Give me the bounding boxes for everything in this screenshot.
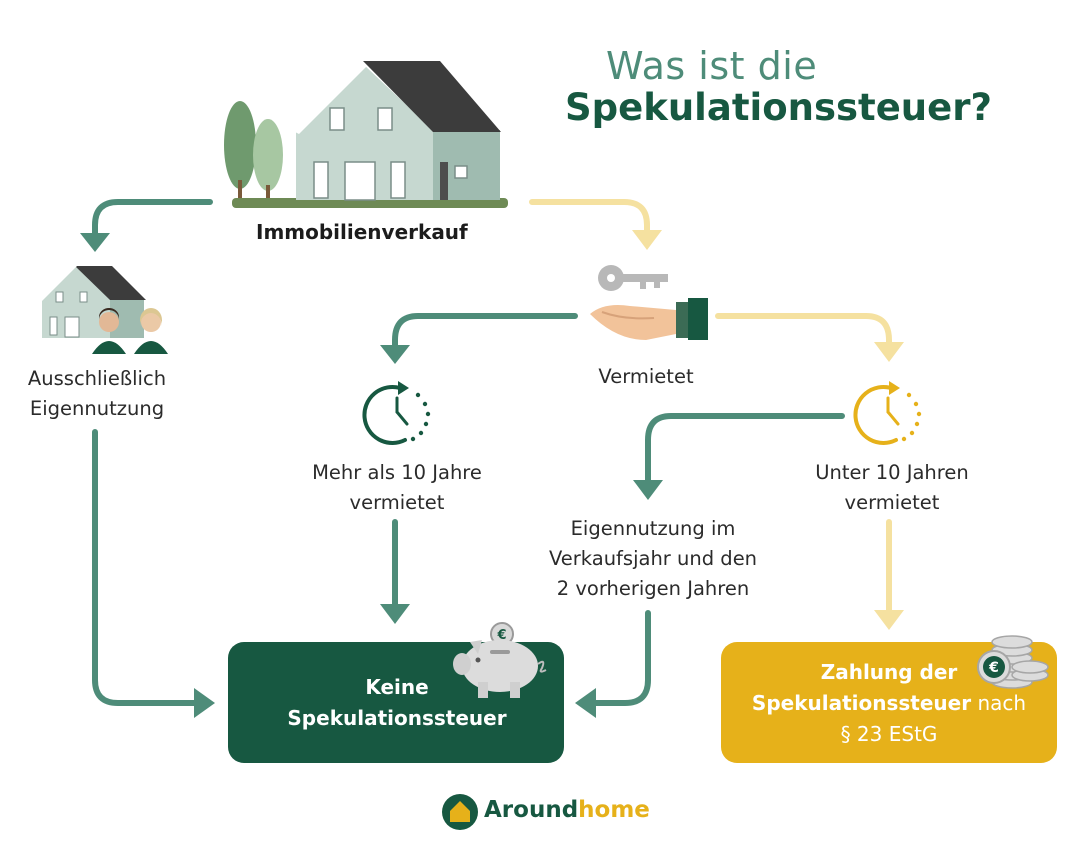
no-tax-text: Keine Spekulationssteuer bbox=[287, 675, 507, 730]
rented-label: Vermietet bbox=[598, 365, 694, 388]
arrow-rented-to-ownuse bbox=[645, 413, 845, 485]
arrow-sale-to-rented bbox=[529, 199, 650, 235]
brand-name: Aroundhome bbox=[484, 797, 650, 823]
house-logo-icon bbox=[442, 794, 478, 830]
own-use-recent-label: Eigennutzung im Verkaufsjahr und den 2 v… bbox=[548, 517, 758, 600]
self-use-label: Ausschließlich Eigennutzung bbox=[27, 367, 167, 420]
piggy-bank-icon: € bbox=[453, 622, 547, 698]
sale-label: Immobilienverkauf bbox=[256, 220, 468, 244]
title-line-1: Was ist die bbox=[606, 44, 818, 88]
arrow-sale-to-selfuse bbox=[92, 199, 213, 239]
title-line-2: Spekulationssteuer? bbox=[565, 86, 992, 129]
brand-logo: Aroundhome bbox=[484, 797, 650, 823]
more-10-label: Mehr als 10 Jahre vermietet bbox=[312, 461, 482, 514]
arrow-selfuse-to-notax bbox=[92, 429, 199, 706]
tax-box bbox=[721, 642, 1057, 763]
under-10-label: Unter 10 Jahren vermietet bbox=[815, 461, 969, 514]
arrow-rented-to-more10 bbox=[392, 313, 578, 351]
svg-text:€: € bbox=[988, 660, 999, 676]
svg-text:€: € bbox=[496, 628, 506, 643]
small-house-people-icon bbox=[39, 263, 168, 354]
arrow-ownuse-to-notax bbox=[593, 610, 651, 706]
tax-text: Zahlung der Spekulationssteuer nach § 23… bbox=[751, 660, 1027, 746]
key-hand-icon bbox=[590, 265, 708, 340]
clock-icon bbox=[853, 381, 922, 445]
arrow-rented-to-under10 bbox=[715, 313, 892, 347]
clock-icon bbox=[362, 381, 431, 445]
coins-stack-icon: € bbox=[977, 635, 1049, 689]
house-trees-icon bbox=[224, 61, 508, 208]
